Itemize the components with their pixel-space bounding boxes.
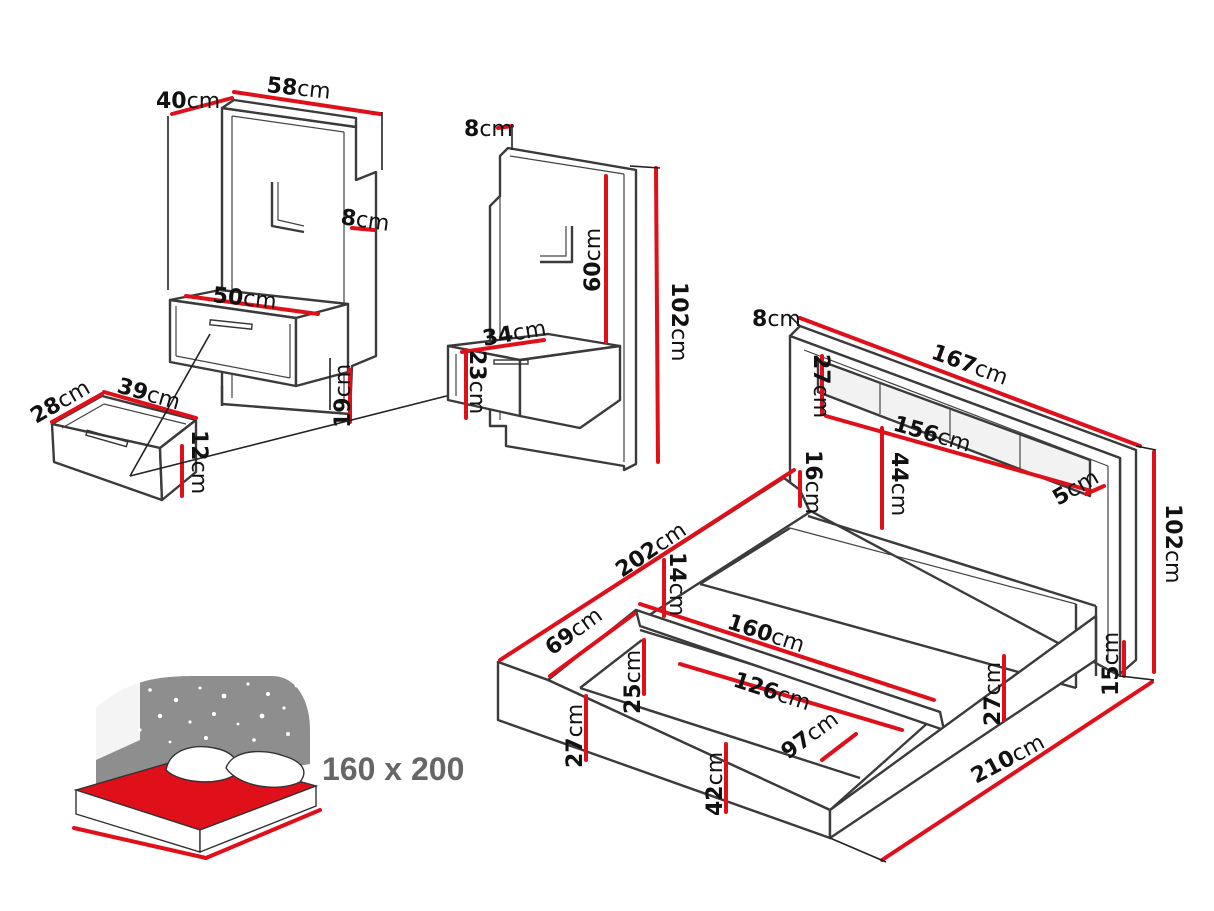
- dim-line-40: [170, 96, 234, 116]
- dim-line-167: [798, 316, 1142, 448]
- dim-line-8: [350, 226, 376, 232]
- label-19cm: 19cm: [331, 364, 356, 428]
- dim-line-126: [678, 662, 904, 732]
- stars-icon: [138, 682, 298, 744]
- label-40cm: 40cm: [156, 89, 220, 114]
- dim-line-210: [880, 680, 1154, 862]
- bed-size-icon: [72, 676, 322, 860]
- bed-size-label: 160 x 200: [322, 751, 464, 787]
- label-16cm: 16cm: [800, 450, 825, 514]
- label-102cm-b: 102cm: [666, 282, 691, 361]
- dim-line-50: [184, 294, 320, 316]
- dim-line-97: [820, 732, 858, 762]
- dim-line-156: [824, 414, 1090, 492]
- label-27cm-b: 27cm: [563, 704, 588, 768]
- dim-line-202: [498, 468, 796, 662]
- drawer-exploded: [50, 333, 487, 502]
- nightstand-panel-left: [167, 90, 383, 424]
- label-102cm: 102cm: [1160, 504, 1185, 583]
- dim-line-28: [50, 392, 104, 424]
- label-34cm: 34cm: [481, 316, 549, 352]
- dim-line-102b: [654, 166, 660, 464]
- dim-line-69: [548, 612, 636, 678]
- label-27cm-c: 27cm: [981, 662, 1006, 726]
- arrow-line-left: [72, 826, 208, 860]
- dim-line-39: [102, 390, 198, 420]
- label-58cm: 58cm: [265, 73, 331, 105]
- label-23cm: 23cm: [464, 350, 489, 414]
- label-44cm: 44cm: [886, 452, 911, 516]
- dim-line-58: [232, 90, 382, 116]
- nightstand-panel-right: [446, 124, 661, 472]
- label-12cm: 12cm: [186, 430, 211, 494]
- bed-frame: [496, 315, 1157, 863]
- arrow-line-right: [204, 808, 322, 860]
- label-8cm-c: 8cm: [752, 307, 801, 332]
- label-60cm: 60cm: [581, 228, 606, 292]
- label-15cm: 15cm: [1099, 632, 1124, 696]
- dim-line-5: [1084, 484, 1106, 496]
- dim-line-34: [460, 338, 546, 354]
- label-8cm-b: 8cm: [464, 117, 513, 142]
- label-8cm: 8cm: [339, 205, 391, 237]
- label-42cm: 42cm: [703, 752, 728, 816]
- dim-line-8b: [496, 124, 514, 130]
- label-25cm: 25cm: [621, 650, 646, 714]
- label-50cm: 50cm: [211, 283, 277, 315]
- label-27cm-a: 27cm: [808, 354, 833, 418]
- dim-line-160: [638, 602, 936, 702]
- label-14cm: 14cm: [664, 552, 689, 616]
